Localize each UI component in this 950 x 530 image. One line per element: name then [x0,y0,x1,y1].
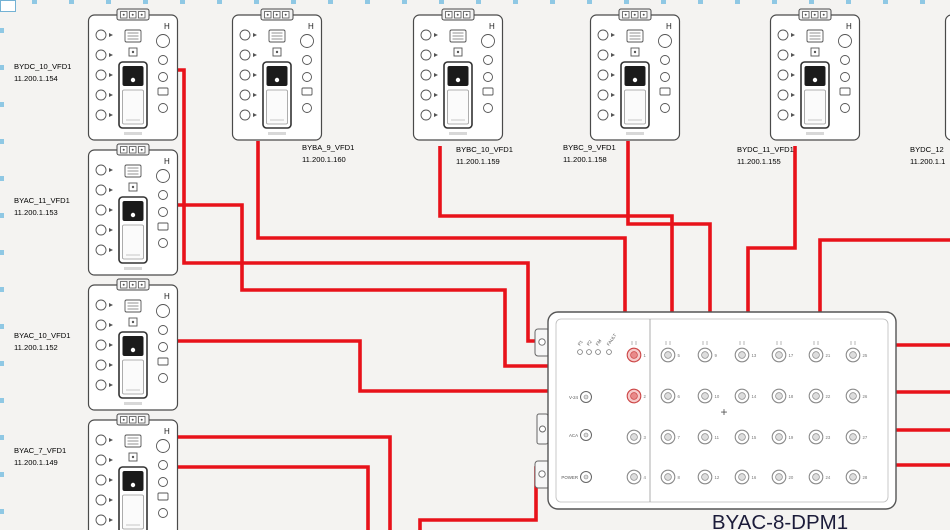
svg-text:17: 17 [789,353,794,358]
dpm-power-label: POWER [561,475,578,480]
dpm-status-led [607,350,612,355]
dpm-aca-label: ACA [569,433,578,438]
vfd-device[interactable] [89,414,178,530]
dpm-mount-screw [539,339,545,345]
cable[interactable] [420,468,548,530]
vfd-device[interactable] [946,9,950,140]
svg-text:19: 19 [789,435,794,440]
dpm-device[interactable]: P1 P2 FM FAULT V-24 ACA POWER + 12345678… [535,312,896,530]
svg-text:23: 23 [826,435,831,440]
cable[interactable] [748,146,795,312]
svg-text:26: 26 [863,394,868,399]
device-name-label: BYBA_9_VFD1 [302,143,354,152]
vfd-device[interactable] [233,9,322,140]
svg-text:20: 20 [789,475,794,480]
dpm-status-led [596,350,601,355]
device-ip-label: 11.200.1.160 [302,155,346,164]
device-ip-label: 11.200.1.149 [14,458,58,467]
svg-text:18: 18 [789,394,794,399]
svg-text:21: 21 [826,353,831,358]
device-name-label: BYAC_7_VFD1 [14,446,66,455]
svg-text:22: 22 [826,394,831,399]
cable[interactable] [628,141,710,312]
device-ip-label: 11.200.1.1 [910,157,945,166]
ruler-corner [0,0,16,12]
vfd-device[interactable] [89,279,178,410]
vfd-device[interactable] [771,9,860,140]
svg-text:28: 28 [863,475,868,480]
dpm-v24-pin [584,395,588,399]
cable[interactable] [176,437,390,530]
dpm-mount-screw [540,426,546,432]
dpm-mount-screw [539,471,545,477]
device-ip-label: 11.200.1.153 [14,208,58,217]
device-name-label: BYAC_10_VFD1 [14,331,70,340]
device-name-label: BYDC_10_VFD1 [14,62,71,71]
vfd-device[interactable] [89,9,178,140]
dpm-aca-pin [584,433,588,437]
svg-text:10: 10 [715,394,720,399]
svg-text:14: 14 [752,394,757,399]
device-ip-label: 11.200.1.159 [456,157,500,166]
svg-text:25: 25 [863,353,868,358]
device-name-label: BYBC_10_VFD1 [456,145,513,154]
svg-text:13: 13 [752,353,757,358]
svg-text:27: 27 [863,435,868,440]
device-name-label: BYBC_9_VFD1 [563,143,616,152]
cable[interactable] [176,467,368,530]
device-ip-label: 11.200.1.155 [737,157,781,166]
dpm-status-led [578,350,583,355]
cable[interactable] [820,240,950,312]
dpm-v24-label: V-24 [569,395,579,400]
vfd-device[interactable] [414,9,503,140]
dpm-status-led [587,350,592,355]
cable[interactable] [176,341,548,391]
dpm-center-mark: + [720,405,727,419]
dpm-power-pin [584,475,588,479]
device-name-label: BYDC_11_VFD1 [737,145,794,154]
svg-text:24: 24 [826,475,831,480]
svg-text:15: 15 [752,435,757,440]
cable[interactable] [440,146,672,312]
device-ip-label: 11.200.1.154 [14,74,58,83]
dpm-label: BYAC-8-DPM1 [712,511,848,530]
svg-text:12: 12 [715,475,720,480]
svg-text:16: 16 [752,475,757,480]
device-name-label: BYDC_12 [910,145,944,154]
vfd-device[interactable] [89,144,178,275]
svg-text:11: 11 [715,435,720,440]
device-name-label: BYAC_11_VFD1 [14,196,70,205]
vfd-device[interactable] [591,9,680,140]
device-ip-label: 11.200.1.152 [14,343,58,352]
device-ip-label: 11.200.1.158 [563,155,607,164]
